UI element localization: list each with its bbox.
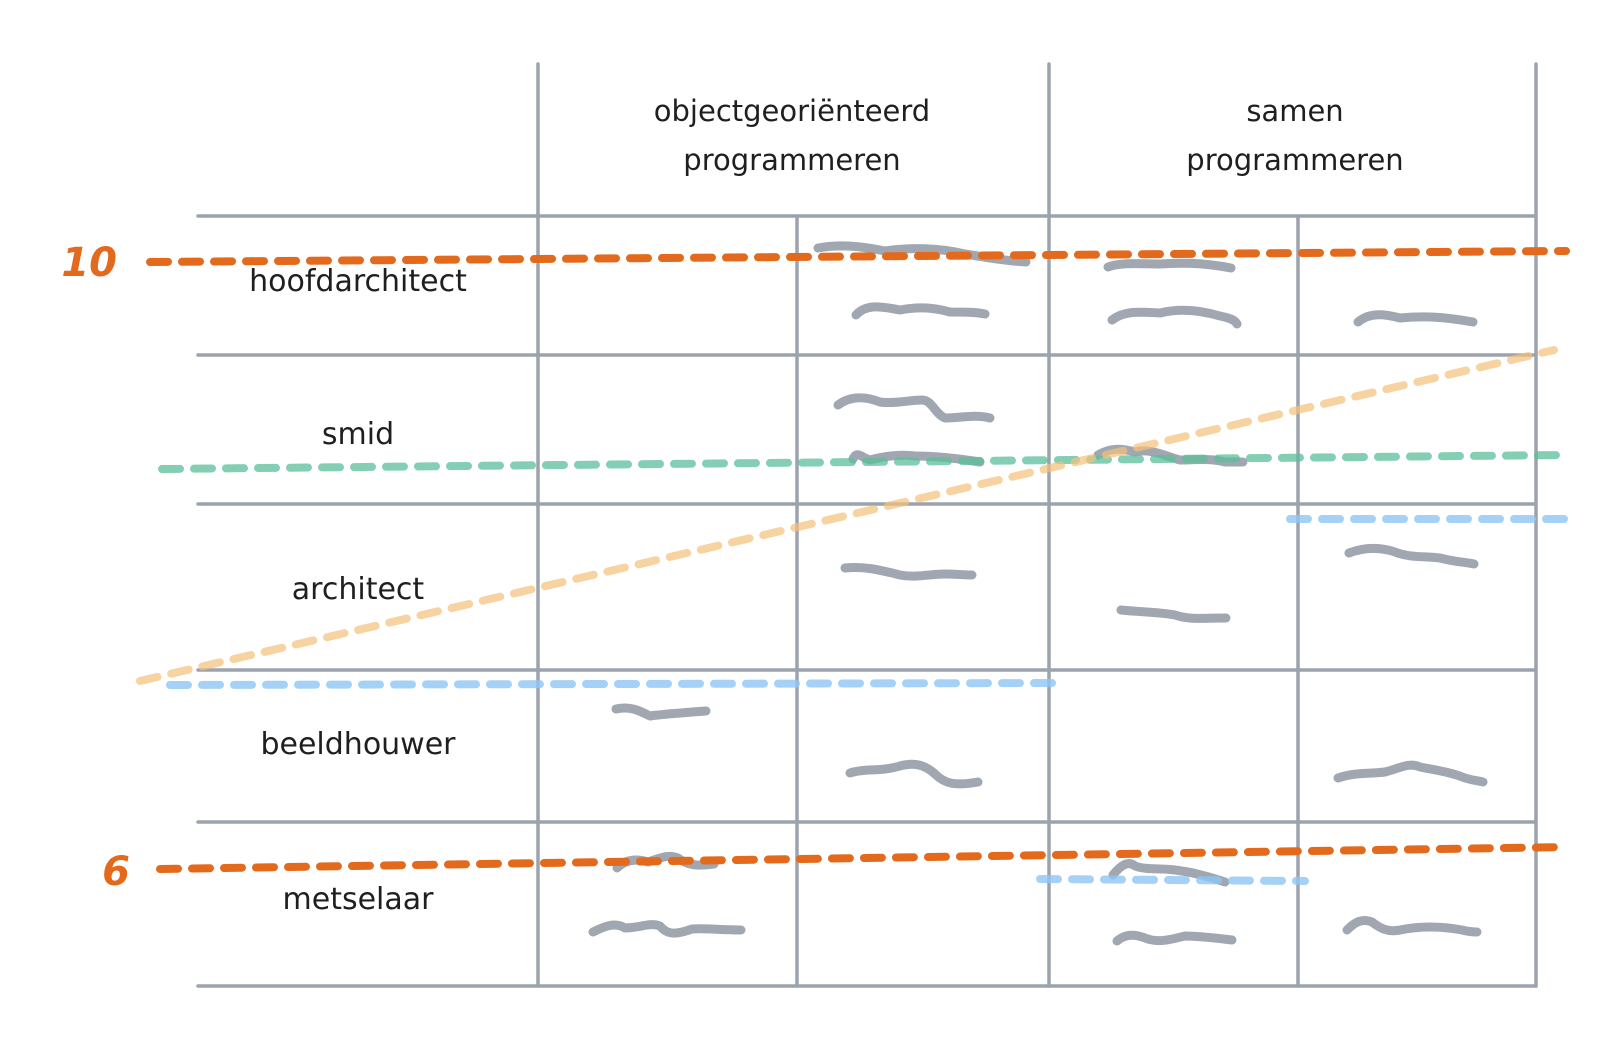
yellow-diagonal-dashed-line [136, 346, 1558, 685]
green-dashed-line [158, 451, 1570, 473]
squiggle [1333, 760, 1488, 787]
squiggle-group [588, 241, 1488, 946]
squiggle [840, 563, 977, 581]
squiggle [612, 851, 719, 873]
marker-label-6: 6 [102, 849, 130, 895]
squiggle [851, 302, 990, 320]
squiggle [588, 920, 746, 938]
row-label-hoofdarchitect: hoofdarchitect [249, 264, 467, 299]
column-header-oop-line1: objectgeoriënteerd [654, 94, 930, 128]
row-label-metselaar: metselaar [283, 882, 435, 917]
squiggle [833, 393, 995, 423]
table-grid [196, 62, 1538, 988]
blue-dashed-line-left [166, 679, 1061, 689]
squiggle [1342, 915, 1482, 937]
row-label-smid: smid [322, 417, 394, 452]
annotation-lines [136, 247, 1570, 885]
column-header-pair-line1: samen [1246, 94, 1343, 128]
column-header-oop-line2: programmeren [683, 143, 900, 177]
squiggle [1112, 930, 1237, 946]
bottom-threshold-line [156, 843, 1570, 873]
squiggle [1353, 310, 1478, 327]
row-label-beeldhouwer: beeldhouwer [260, 727, 456, 762]
squiggle [611, 703, 711, 721]
squiggle [845, 759, 983, 789]
squiggle [1103, 258, 1236, 273]
squiggle [1344, 543, 1479, 569]
blue-dashed-line-short [1036, 875, 1309, 885]
squiggle [1116, 605, 1231, 623]
top-threshold-line [146, 247, 1570, 266]
column-header-pair-line2: programmeren [1186, 143, 1403, 177]
marker-label-10: 10 [61, 240, 117, 286]
row-label-architect: architect [292, 572, 425, 607]
squiggle [1107, 305, 1242, 329]
squiggle [1108, 859, 1230, 887]
